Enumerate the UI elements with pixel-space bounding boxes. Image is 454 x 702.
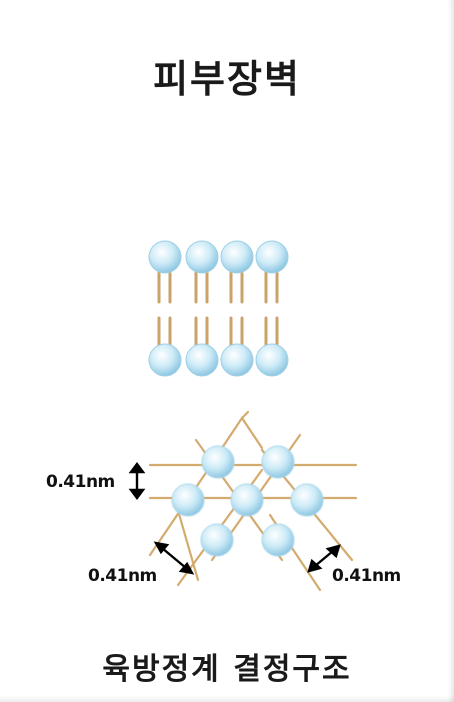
lipid-tails bbox=[157, 264, 279, 348]
lipid-bilayer bbox=[148, 240, 289, 377]
spacing-label-vertical: 0.41nm bbox=[46, 472, 115, 492]
lipid-heads-bottom bbox=[148, 343, 289, 377]
spacing-label-left: 0.41nm bbox=[88, 566, 157, 586]
lipid-heads-top bbox=[148, 240, 289, 274]
page-title: 피부장벽 bbox=[153, 57, 301, 101]
structure-caption: 육방정계 결정구조 bbox=[102, 652, 352, 687]
hexagonal-lattice bbox=[128, 410, 358, 592]
spacing-label-right: 0.41nm bbox=[332, 566, 401, 586]
dimension-arrows bbox=[128, 462, 341, 575]
lattice-molecules bbox=[171, 445, 324, 557]
